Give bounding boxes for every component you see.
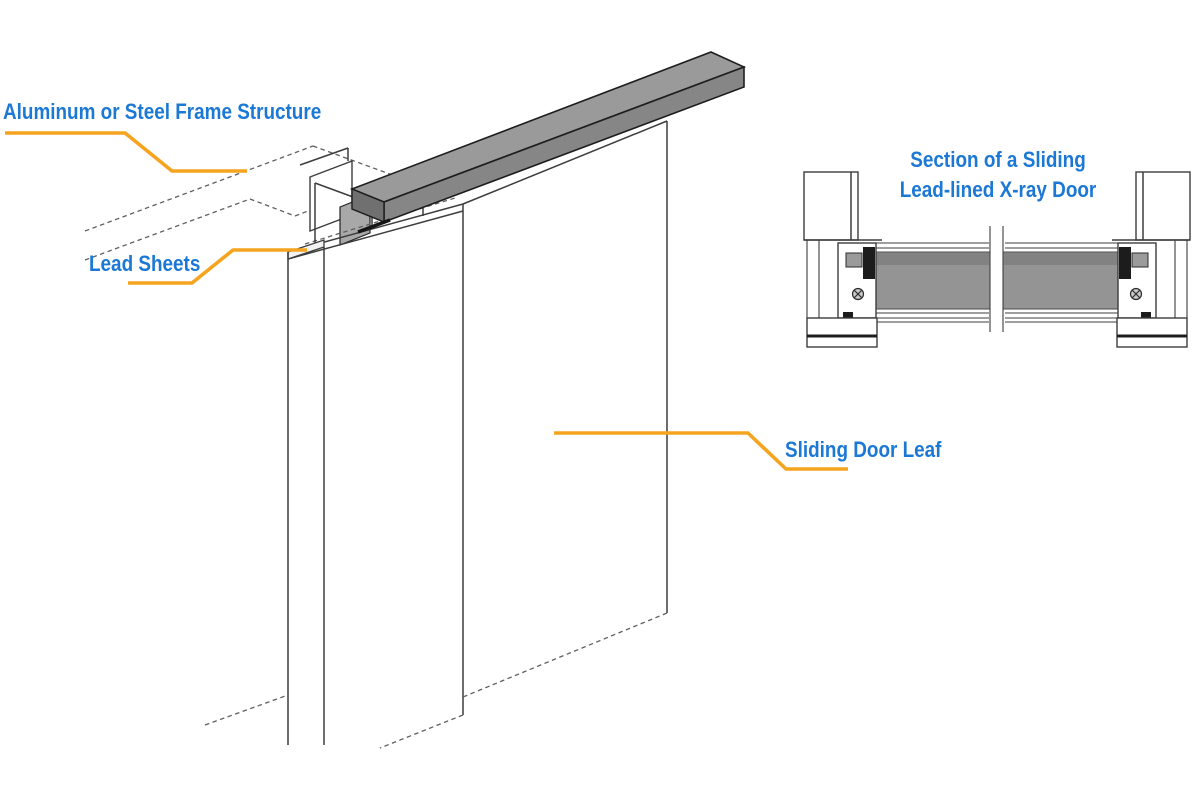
- section-title-line2: Lead-lined X-ray Door: [899, 176, 1097, 202]
- track-beam: [349, 51, 747, 234]
- leader-lead-sheets: [128, 248, 307, 285]
- label-frame-structure: Aluminum or Steel Frame Structure: [3, 99, 322, 124]
- label-sliding-door-leaf: Sliding Door Leaf: [785, 437, 942, 462]
- track-channel: [309, 159, 371, 246]
- iso-view: [84, 51, 747, 749]
- door-slab: [843, 242, 1151, 323]
- wall-jamb-right: [1112, 171, 1191, 348]
- leader-lines: [5, 131, 848, 471]
- lead-baffle-left: [863, 247, 875, 279]
- label-lead-sheets: Lead Sheets: [89, 251, 201, 276]
- section-title: Section of a Sliding Lead-lined X-ray Do…: [881, 145, 1115, 205]
- break-lines: [989, 226, 1004, 332]
- door-end-right: [1117, 242, 1157, 319]
- leader-frame-structure: [5, 131, 247, 173]
- leader-sliding-door-leaf: [554, 431, 848, 471]
- section-title-line1: Section of a Sliding: [910, 147, 1086, 172]
- wall-jamb-left: [803, 171, 882, 348]
- door-leaf-panel: [204, 120, 668, 749]
- lead-baffle-right: [1119, 247, 1131, 279]
- section-view: [803, 171, 1191, 348]
- lead-sheet-panel: [287, 239, 325, 745]
- door-end-left: [837, 242, 877, 319]
